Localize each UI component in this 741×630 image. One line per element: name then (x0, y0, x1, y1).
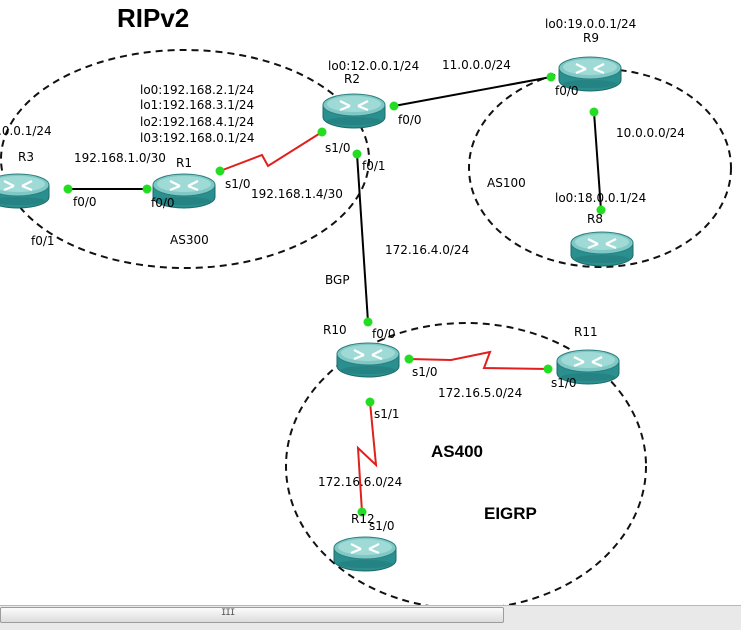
eigrp-label: EIGRP (484, 504, 537, 523)
router-r12[interactable] (332, 535, 398, 573)
scrollbar-thumb[interactable]: III (0, 607, 504, 623)
topology-canvas[interactable]: RIPv2 AS300 AS100 AS400 EIGRP BGP R3 R1 … (0, 0, 741, 605)
router-name: R1 (176, 156, 192, 170)
port-dot (389, 101, 399, 111)
loopback-label: lo0:19.0.0.1/24 (545, 17, 636, 31)
link-r10-r12 (356, 401, 378, 513)
interface-label: f0/0 (555, 84, 579, 98)
interface-label: f0/1 (31, 234, 55, 248)
loopback-label: .0.0.1/24 (0, 124, 52, 138)
router-r3[interactable] (0, 172, 51, 210)
link-r2-r10 (356, 153, 369, 323)
network-label: 11.0.0.0/24 (442, 58, 511, 72)
horizontal-scrollbar[interactable]: III (0, 605, 741, 630)
as300-boundary (0, 49, 370, 269)
interface-label: s1/0 (412, 365, 438, 379)
router-name: R3 (18, 150, 34, 164)
network-label: 10.0.0.0/24 (616, 126, 685, 140)
link-r10-r11 (408, 350, 549, 370)
router-name: R2 (344, 72, 360, 86)
router-name: R11 (574, 325, 598, 339)
port-dot (317, 127, 327, 137)
loopback-label: lo0:18.0.0.1/24 (555, 191, 646, 205)
interface-label: f0/0 (73, 195, 97, 209)
interface-label: s1/0 (225, 177, 251, 191)
port-dot (63, 184, 73, 194)
port-dot (365, 397, 375, 407)
link-r2-r9 (393, 76, 552, 107)
port-dot (352, 149, 362, 159)
loopback-label: lo2:192.168.4.1/24 (140, 115, 254, 129)
router-name: R8 (587, 212, 603, 226)
interface-label: s1/1 (374, 407, 400, 421)
router-r2[interactable] (321, 92, 387, 130)
port-dot (543, 364, 553, 374)
interface-label: f0/0 (151, 196, 175, 210)
port-dot (546, 72, 556, 82)
network-label: 172.16.6.0/24 (318, 475, 402, 489)
loopback-label: lo0:192.168.2.1/24 (140, 83, 254, 97)
bgp-label: BGP (325, 273, 350, 287)
port-dot (215, 166, 225, 176)
network-diagram: RIPv2 AS300 AS100 AS400 EIGRP BGP R3 R1 … (0, 3, 732, 605)
loopback-label: l03:192.168.0.1/24 (140, 131, 254, 145)
router-r8[interactable] (569, 230, 635, 268)
port-dot (404, 354, 414, 364)
interface-label: f0/0 (398, 113, 422, 127)
network-label: 192.168.1.4/30 (251, 187, 343, 201)
interface-label: s1/0 (325, 141, 351, 155)
interface-label: f0/1 (362, 159, 386, 173)
as400-boundary (285, 322, 647, 605)
interface-label: s1/0 (369, 519, 395, 533)
port-dots (63, 72, 606, 517)
port-dot (589, 107, 599, 117)
router-name: R9 (583, 31, 599, 45)
loopback-label: lo0:12.0.0.1/24 (328, 59, 419, 73)
router-name: R10 (323, 323, 347, 337)
network-label: 192.168.1.0/30 (74, 151, 166, 165)
link-r9-r8 (593, 111, 602, 211)
router-r10[interactable] (335, 341, 401, 379)
interface-label: s1/0 (551, 376, 577, 390)
network-label: 172.16.4.0/24 (385, 243, 469, 257)
as100-label: AS100 (487, 176, 526, 190)
port-dot (357, 507, 367, 517)
router-name: R12 (351, 512, 375, 526)
loopback-label: lo1:192.168.3.1/24 (140, 98, 254, 112)
network-label: 172.16.5.0/24 (438, 386, 522, 400)
port-dot (363, 317, 373, 327)
interface-label: f0/0 (372, 327, 396, 341)
port-dot (142, 184, 152, 194)
as400-label: AS400 (431, 442, 483, 461)
link-r1-r2 (219, 131, 323, 172)
diagram-title: RIPv2 (117, 3, 189, 33)
port-dot (596, 205, 606, 215)
scrollbar-grip-icon: III (221, 608, 235, 618)
as300-label: AS300 (170, 233, 209, 247)
